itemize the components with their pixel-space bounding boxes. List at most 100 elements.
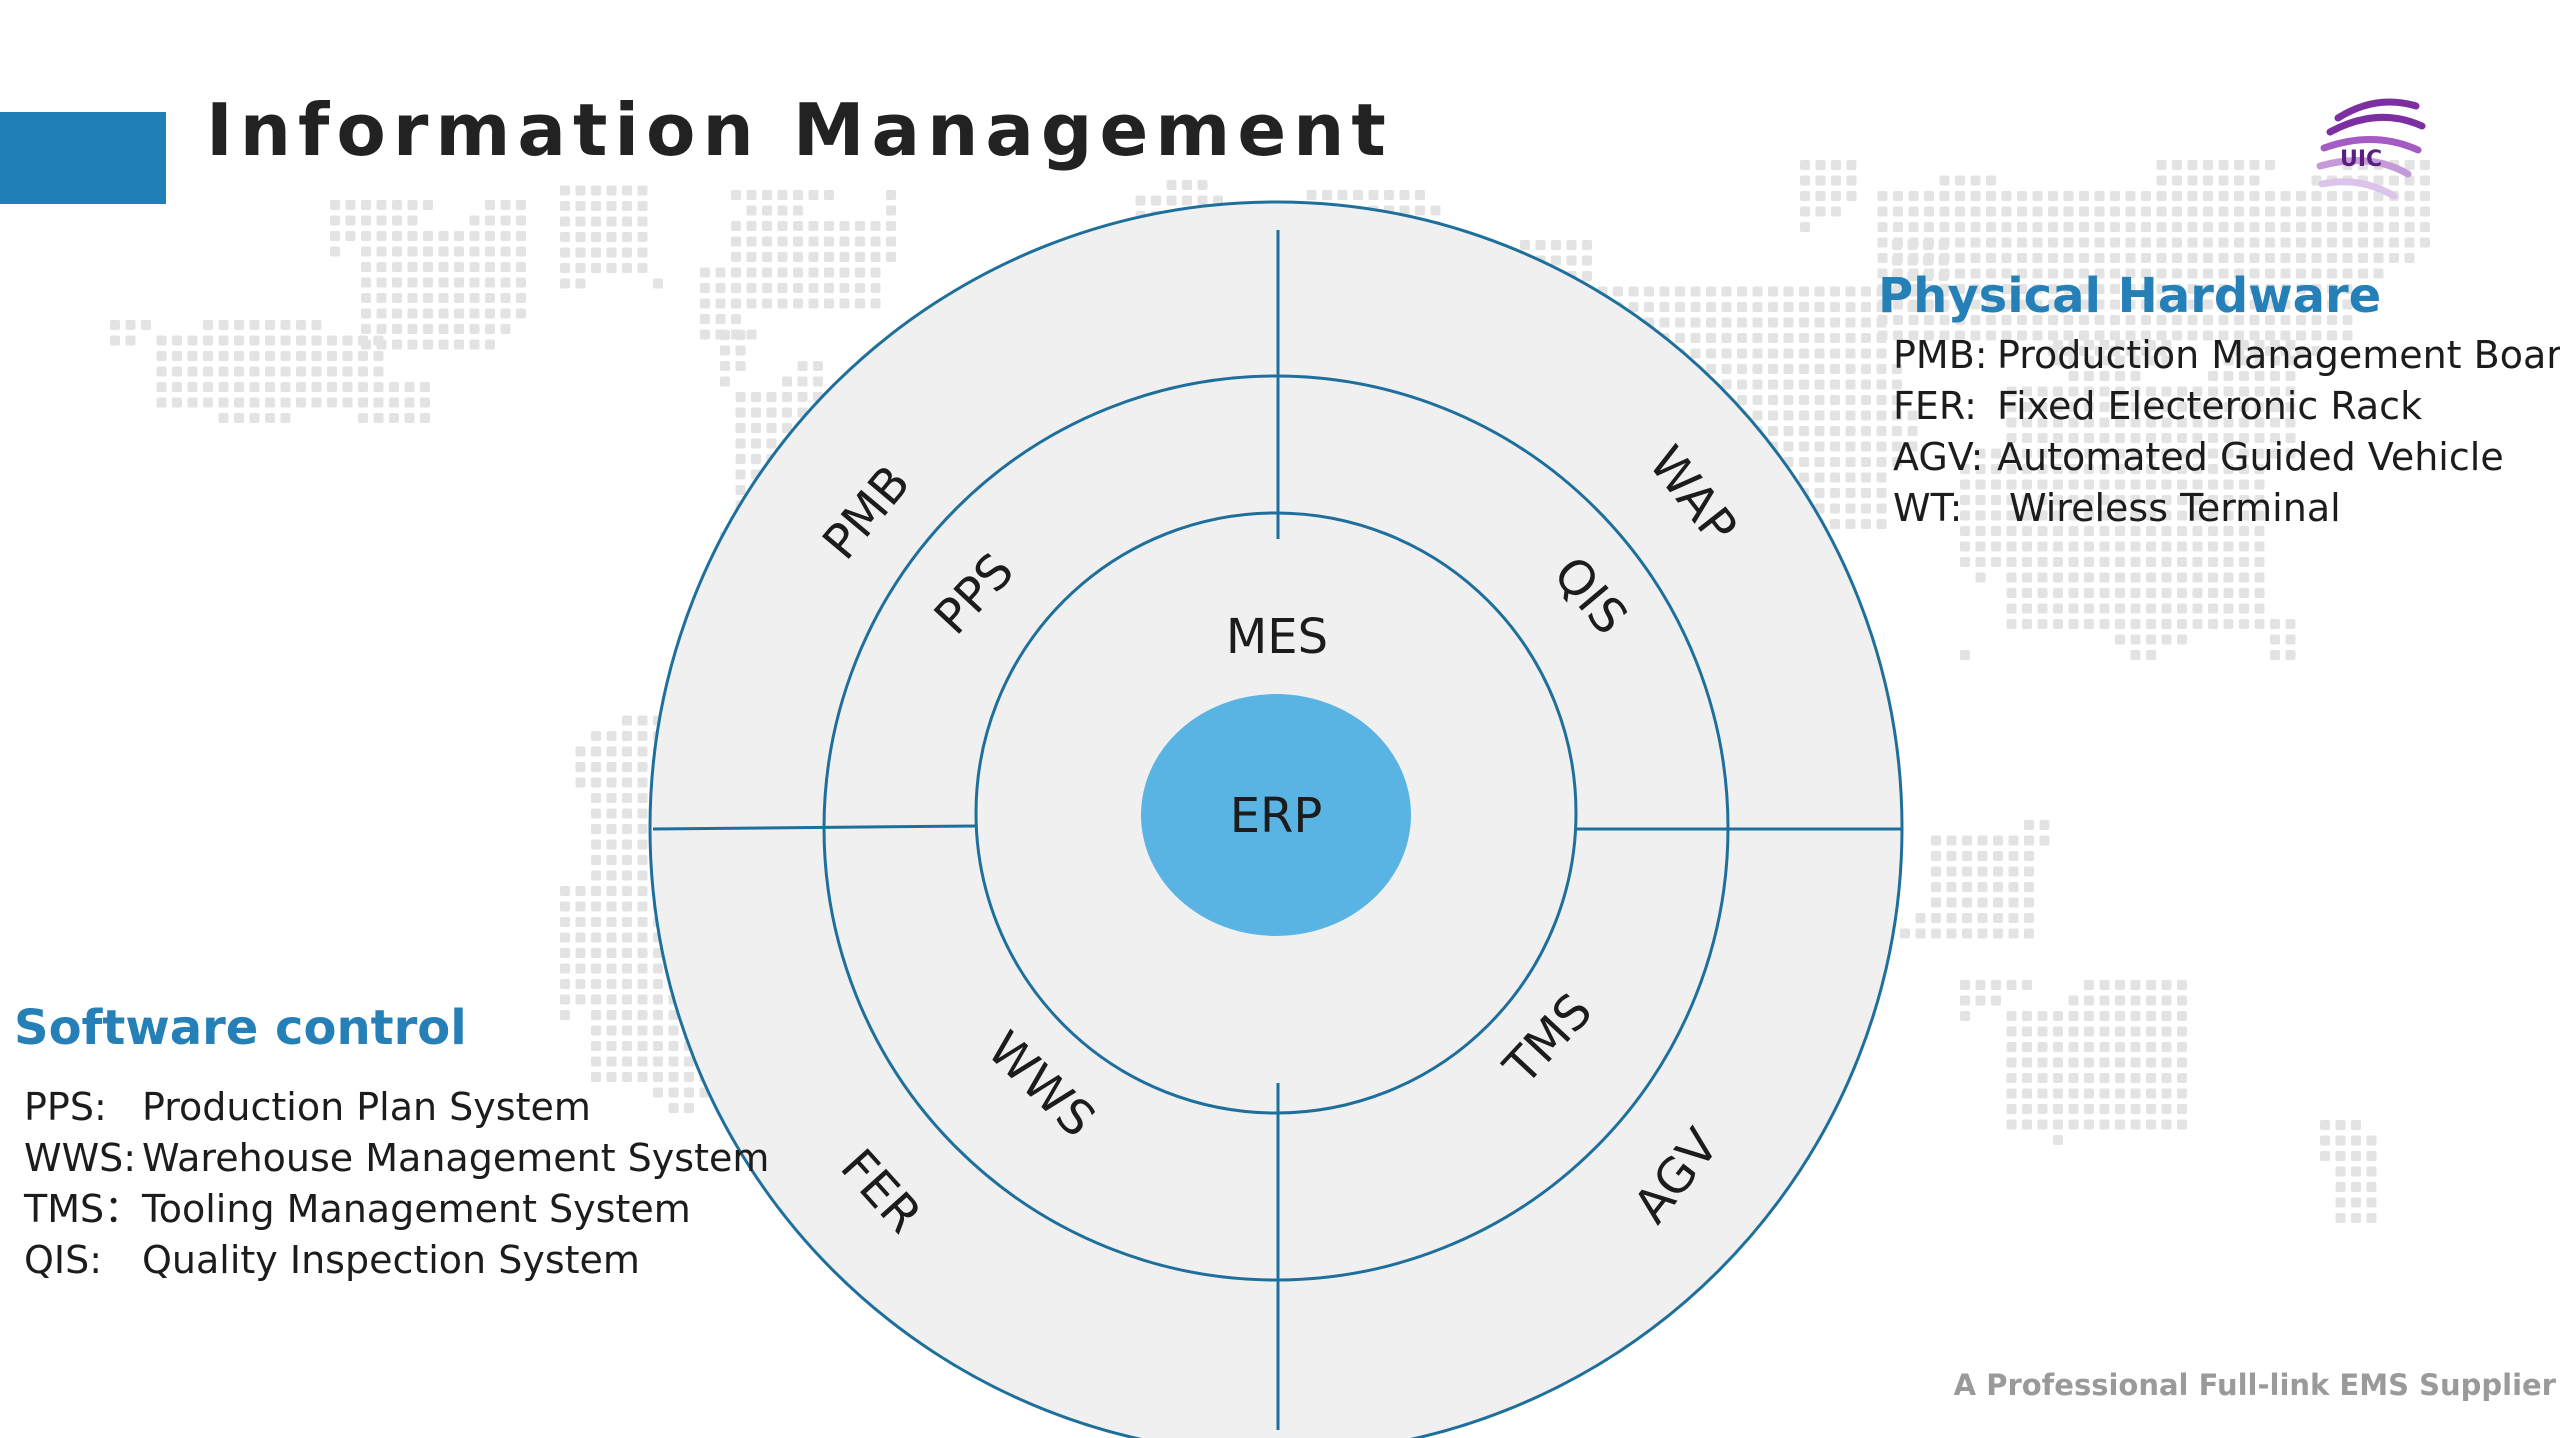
map-dot bbox=[606, 777, 617, 788]
map-dot bbox=[2115, 995, 2125, 1006]
map-dot bbox=[2296, 222, 2306, 232]
map-dot bbox=[2208, 448, 2218, 459]
map-dot bbox=[2187, 175, 2198, 186]
map-dot bbox=[2285, 340, 2296, 350]
map-dot bbox=[2234, 206, 2244, 217]
map-dot bbox=[2125, 299, 2136, 310]
map-dot bbox=[1800, 191, 1810, 201]
map-dot bbox=[735, 438, 746, 449]
map-dot bbox=[1977, 913, 1988, 923]
map-dot bbox=[234, 320, 244, 330]
map-dot bbox=[2037, 1026, 2048, 1037]
map-dot bbox=[2254, 541, 2265, 552]
map-dot bbox=[2146, 1088, 2156, 1099]
map-dot bbox=[886, 252, 896, 262]
map-dot bbox=[2099, 995, 2110, 1006]
map-dot bbox=[2001, 191, 2012, 201]
map-dot bbox=[1752, 302, 1763, 312]
map-dot bbox=[265, 320, 275, 330]
map-dot bbox=[2024, 866, 2034, 877]
map-dot bbox=[777, 252, 788, 262]
map-dot bbox=[2280, 253, 2291, 263]
map-dot bbox=[2389, 237, 2399, 248]
map-dot bbox=[156, 397, 167, 408]
map-dot bbox=[1877, 315, 1888, 325]
map-dot bbox=[1830, 317, 1840, 328]
map-dot bbox=[782, 376, 792, 387]
map-dot bbox=[762, 236, 772, 247]
map-dot bbox=[684, 1072, 694, 1082]
map-dot bbox=[2068, 1119, 2079, 1130]
map-dot bbox=[2006, 1104, 2017, 1114]
map-dot bbox=[2420, 206, 2430, 217]
map-dot bbox=[265, 382, 275, 392]
map-dot bbox=[2115, 479, 2125, 490]
map-dot bbox=[2146, 479, 2156, 490]
map-dot bbox=[1955, 284, 1965, 294]
map-dot bbox=[1946, 882, 1957, 892]
map-dot bbox=[870, 236, 881, 247]
map-dot bbox=[2115, 619, 2125, 629]
map-dot bbox=[1800, 160, 1810, 170]
map-dot bbox=[156, 335, 167, 346]
map-dot bbox=[1892, 395, 1902, 405]
map-dot bbox=[2146, 355, 2156, 366]
map-dot bbox=[1970, 222, 1981, 232]
map-dot bbox=[2239, 572, 2249, 583]
map-dot bbox=[560, 201, 570, 211]
map-dot bbox=[2079, 253, 2089, 263]
map-dot bbox=[2037, 386, 2048, 397]
map-dot bbox=[2218, 206, 2229, 217]
map-dot bbox=[2239, 495, 2249, 505]
map-dot bbox=[2001, 253, 2012, 263]
map-dot bbox=[2068, 340, 2079, 350]
map-dot bbox=[500, 324, 511, 334]
map-dot bbox=[1946, 897, 1957, 908]
map-dot bbox=[637, 715, 648, 726]
map-dot bbox=[2068, 1026, 2079, 1037]
legend-desc: Production Plan System bbox=[142, 1085, 591, 1129]
map-dot bbox=[2342, 237, 2353, 248]
map-dot bbox=[1876, 488, 1887, 498]
map-dot bbox=[575, 247, 586, 258]
map-dot bbox=[1752, 379, 1763, 390]
map-dot bbox=[361, 293, 371, 303]
map-dot bbox=[2239, 464, 2249, 474]
map-dot bbox=[1706, 364, 1716, 374]
map-dot bbox=[1415, 190, 1425, 200]
map-dot bbox=[2048, 253, 2058, 263]
map-dot bbox=[2234, 299, 2244, 310]
map-dot bbox=[2161, 1104, 2172, 1114]
map-dot bbox=[653, 1041, 663, 1051]
map-dot bbox=[1845, 488, 1856, 498]
map-dot bbox=[2032, 206, 2043, 217]
map-dot bbox=[2320, 1135, 2330, 1146]
map-dot bbox=[575, 963, 586, 974]
map-dot bbox=[591, 263, 601, 273]
map-dot bbox=[2032, 284, 2043, 294]
map-dot bbox=[2311, 299, 2322, 310]
map-dot bbox=[606, 1041, 617, 1051]
map-dot bbox=[1991, 557, 2001, 567]
map-dot bbox=[622, 1025, 632, 1036]
map-dot bbox=[2270, 386, 2280, 397]
map-dot bbox=[2099, 1104, 2110, 1114]
map-dot bbox=[2022, 495, 2032, 505]
map-dot bbox=[1892, 426, 1902, 436]
map-dot bbox=[1991, 995, 2001, 1006]
map-dot bbox=[1991, 448, 2001, 459]
map-dot bbox=[2037, 1119, 2048, 1130]
map-dot bbox=[2068, 603, 2079, 614]
map-dot bbox=[1675, 333, 1685, 343]
map-dot bbox=[2053, 510, 2063, 521]
map-dot bbox=[1830, 519, 1840, 529]
map-dot bbox=[2404, 237, 2415, 248]
map-dot bbox=[1991, 479, 2001, 490]
map-dot bbox=[2022, 1057, 2032, 1068]
map-dot bbox=[1924, 315, 1934, 325]
map-dot bbox=[2234, 330, 2244, 341]
map-dot bbox=[2063, 284, 2074, 294]
map-dot bbox=[1814, 457, 1825, 467]
map-dot bbox=[2068, 541, 2079, 552]
map-dot bbox=[2161, 1073, 2172, 1083]
